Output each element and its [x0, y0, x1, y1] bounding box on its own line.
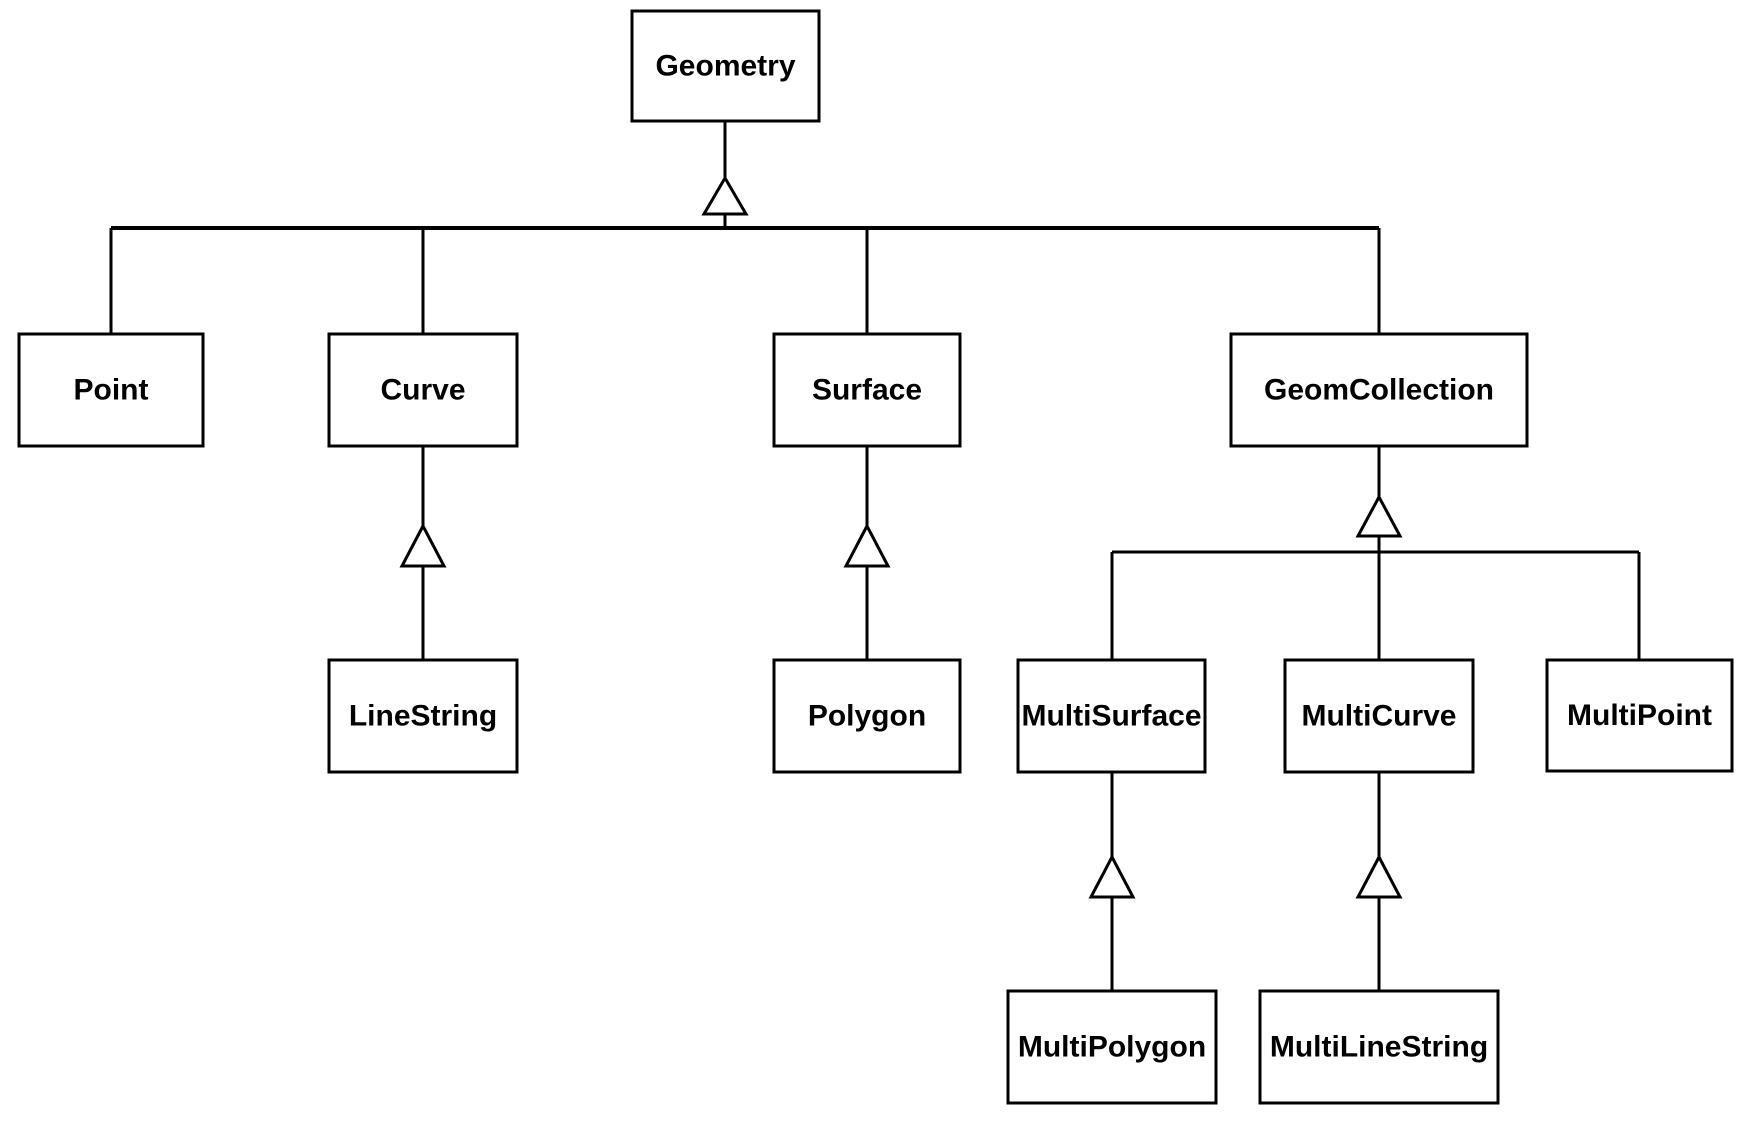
class-node-curve: Curve	[327, 332, 519, 448]
class-label-surface: Surface	[812, 374, 922, 407]
class-box-linestring	[327, 658, 519, 774]
generalization-triangle-icon	[1355, 493, 1403, 538]
class-box-multipolygon	[1006, 989, 1218, 1105]
class-box-geomcollection	[1229, 332, 1529, 448]
class-node-multipoint: MultiPoint	[1545, 658, 1734, 773]
class-node-linestring: LineString	[327, 658, 519, 774]
class-label-curve: Curve	[380, 374, 465, 407]
generalization-triangle-icon	[701, 175, 749, 216]
class-label-multipoint: MultiPoint	[1567, 699, 1712, 732]
class-label-point: Point	[74, 374, 149, 407]
class-label-linestring: LineString	[349, 700, 497, 733]
class-label-multisurface: MultiSurface	[1021, 700, 1201, 733]
class-node-multicurve: MultiCurve	[1283, 658, 1475, 774]
generalization-triangle-icon	[1355, 853, 1403, 899]
class-box-multipoint	[1545, 658, 1734, 773]
class-label-polygon: Polygon	[808, 700, 926, 733]
generalization-triangle-icon	[1088, 853, 1136, 899]
class-box-multicurve	[1283, 658, 1475, 774]
class-box-curve	[327, 332, 519, 448]
class-node-multilinestring: MultiLineString	[1258, 989, 1500, 1105]
class-node-polygon: Polygon	[772, 658, 962, 774]
class-node-surface: Surface	[772, 332, 962, 448]
class-node-geomcollection: GeomCollection	[1229, 332, 1529, 448]
generalization-triangle-icon	[843, 522, 891, 568]
class-box-point	[17, 332, 205, 448]
class-node-point: Point	[17, 332, 205, 448]
class-label-geomcollection: GeomCollection	[1264, 374, 1494, 407]
class-label-geometry: Geometry	[655, 50, 795, 83]
class-node-geometry: Geometry	[630, 9, 821, 123]
class-box-surface	[772, 332, 962, 448]
class-box-geometry	[630, 9, 821, 123]
generalization-triangle-icon	[399, 522, 447, 568]
class-label-multicurve: MultiCurve	[1301, 700, 1456, 733]
class-box-polygon	[772, 658, 962, 774]
class-label-multilinestring: MultiLineString	[1270, 1031, 1488, 1064]
class-box-multisurface	[1016, 658, 1207, 774]
class-node-multipolygon: MultiPolygon	[1006, 989, 1218, 1105]
class-label-multipolygon: MultiPolygon	[1018, 1031, 1206, 1064]
class-node-multisurface: MultiSurface	[1016, 658, 1207, 774]
class-box-multilinestring	[1258, 989, 1500, 1105]
